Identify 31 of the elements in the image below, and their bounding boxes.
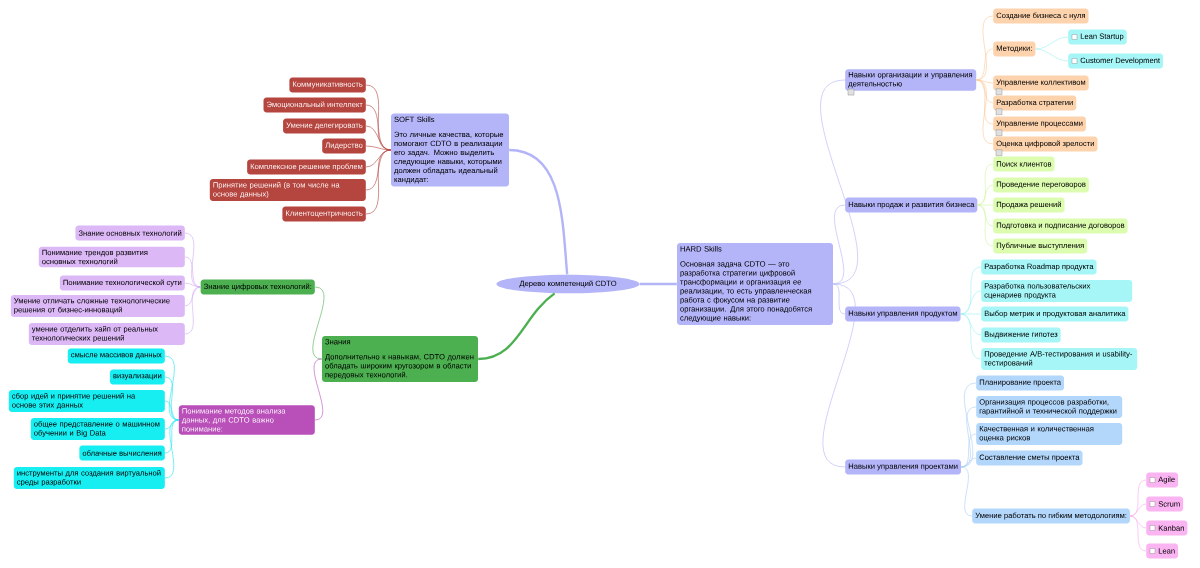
connector-line xyxy=(960,457,977,468)
connector-line xyxy=(832,204,846,285)
connector-line xyxy=(977,184,994,206)
connector-line xyxy=(164,400,179,421)
connector-line xyxy=(164,419,179,454)
connector-line xyxy=(184,256,201,288)
connector-line xyxy=(976,79,994,104)
connector-line xyxy=(313,358,324,421)
connector-line xyxy=(184,286,201,335)
connector-line xyxy=(1035,36,1069,50)
connector-line xyxy=(365,149,392,215)
connector-line xyxy=(977,204,994,206)
connector-line xyxy=(977,204,994,227)
connector-line xyxy=(639,282,677,286)
connector-line xyxy=(1129,515,1147,552)
connector-line xyxy=(960,466,973,517)
connector-line xyxy=(365,145,392,151)
connector-line xyxy=(1035,48,1069,62)
connector-line xyxy=(960,313,982,360)
connector-line xyxy=(478,292,556,361)
connector-line xyxy=(976,48,994,81)
connector-line xyxy=(1129,503,1147,517)
connector-line xyxy=(184,282,201,288)
connector-line xyxy=(977,204,994,247)
connector-line xyxy=(164,419,179,479)
connector-line xyxy=(820,79,858,285)
connector-line xyxy=(184,286,201,307)
connector-line xyxy=(822,283,856,468)
connector-line xyxy=(312,286,325,360)
connector-line xyxy=(976,79,994,145)
connector-line xyxy=(509,148,569,275)
